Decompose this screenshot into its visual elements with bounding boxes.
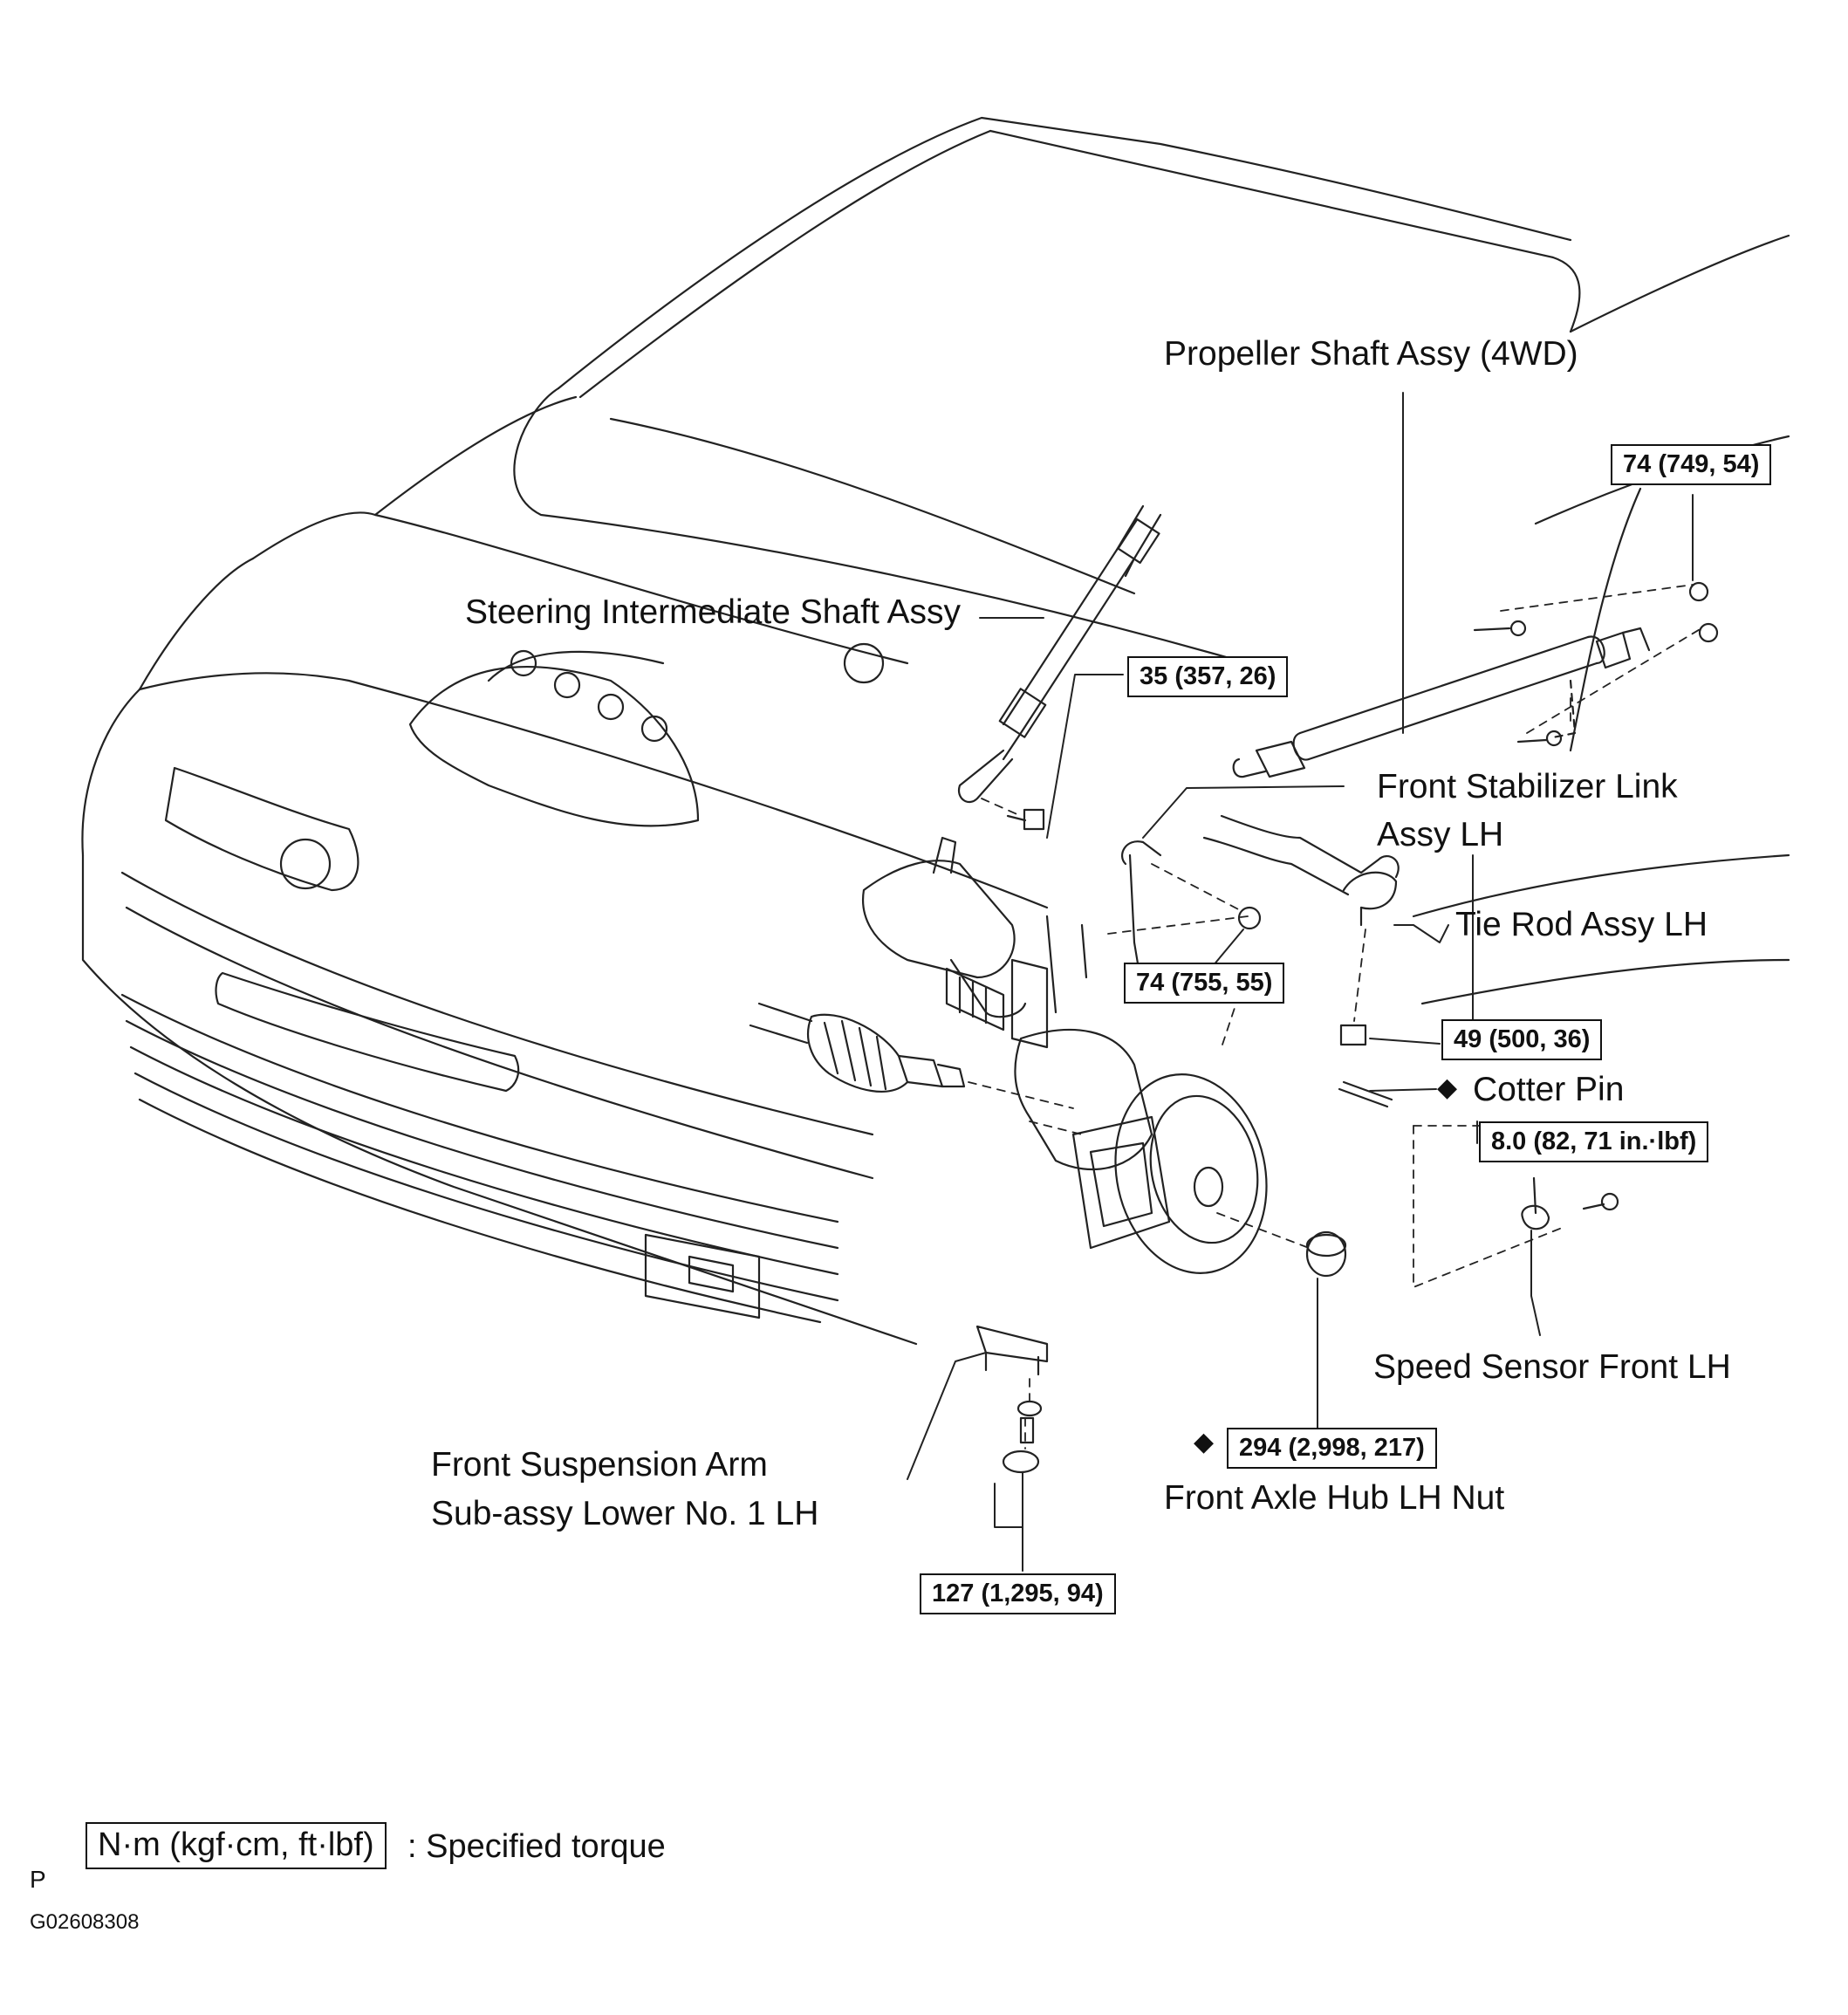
- torque-suspension-arm: 127 (1,295, 94): [920, 1573, 1116, 1614]
- cotter-pin-label: Cotter Pin: [1473, 1071, 1625, 1108]
- stabilizer-link-label-line2: Assy LH: [1377, 816, 1504, 853]
- fasteners-drawing: [1002, 581, 1719, 1474]
- axle-hub-nut-label: Front Axle Hub LH Nut: [1164, 1479, 1505, 1517]
- torque-speed-sensor-bolt: 8.0 (82, 71 in.·lbf): [1479, 1121, 1709, 1162]
- assembly-dashed-lines: [968, 584, 1702, 1450]
- stabilizer-link-label-line1: Front Stabilizer Link: [1377, 768, 1678, 805]
- knuckle-and-brake-drawing: [749, 814, 1550, 1376]
- suspension-arm-label-line1: Front Suspension Arm: [431, 1446, 768, 1484]
- propeller-shaft-drawing: [1232, 627, 1651, 778]
- axle-hub-nut-nonreusable-icon: ◆: [1194, 1427, 1215, 1457]
- footer-code-letter: P: [30, 1866, 46, 1893]
- propeller-shaft-label: Propeller Shaft Assy (4WD): [1164, 335, 1578, 373]
- torque-tie-rod-nut: 49 (500, 36): [1441, 1019, 1603, 1060]
- suspension-arm-label-line2: Sub-assy Lower No. 1 LH: [431, 1495, 819, 1532]
- figure-id: G02608308: [30, 1910, 140, 1934]
- leader-lines: [907, 392, 1694, 1572]
- torque-legend-text: : Specified torque: [407, 1828, 666, 1865]
- torque-steering-bolt: 35 (357, 26): [1127, 656, 1289, 697]
- car-body-outline: [81, 116, 1790, 1346]
- torque-axle-hub-nut: 294 (2,998, 217): [1227, 1428, 1437, 1469]
- torque-legend-unit-box: N·m (kgf·cm, ft·lbf): [86, 1822, 387, 1869]
- tie-rod-label: Tie Rod Assy LH: [1455, 906, 1708, 943]
- torque-propeller-flange: 74 (749, 54): [1611, 444, 1772, 485]
- speed-sensor-label: Speed Sensor Front LH: [1373, 1348, 1731, 1386]
- torque-stabilizer-nut: 74 (755, 55): [1124, 963, 1285, 1004]
- steering-intermediate-shaft-drawing: [957, 504, 1162, 804]
- steering-shaft-label: Steering Intermediate Shaft Assy: [465, 593, 961, 631]
- cotter-pin-nonreusable-icon: ◆: [1437, 1073, 1458, 1103]
